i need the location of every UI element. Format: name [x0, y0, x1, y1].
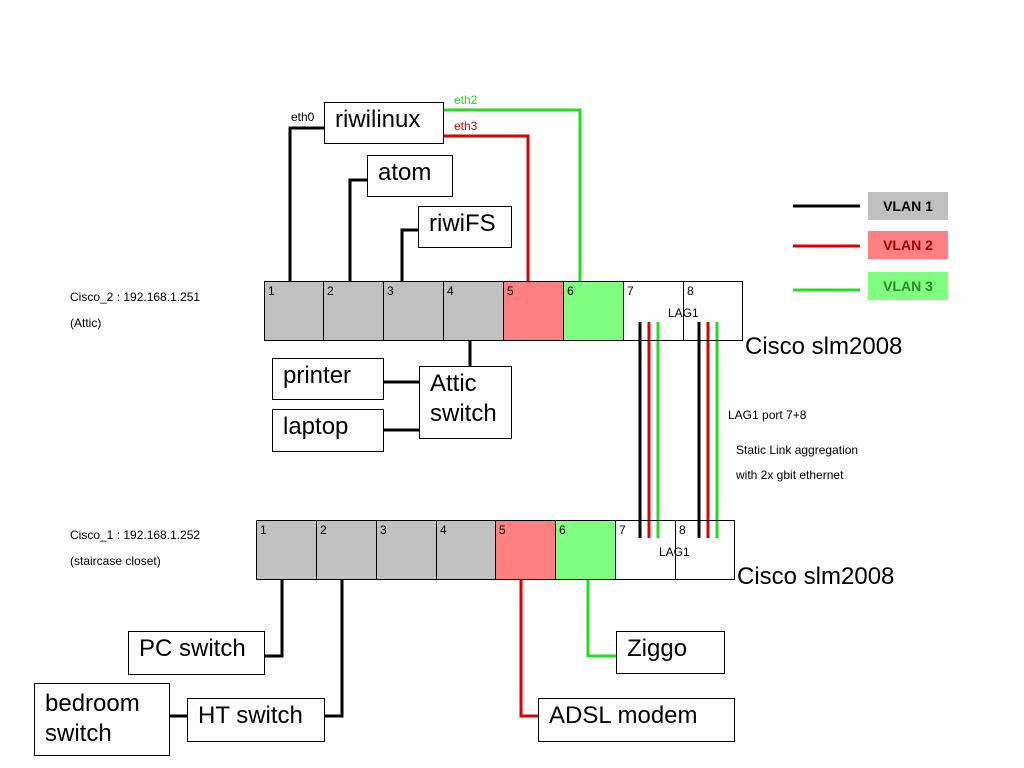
port-number: 2 [320, 523, 327, 537]
lag-ports-note: LAG1 port 7+8 [728, 408, 807, 422]
port-number: 5 [499, 523, 506, 537]
eth3-label: eth3 [454, 119, 478, 133]
port-number: 6 [567, 284, 574, 298]
wire-riwilinux-eth0 [288, 126, 324, 310]
port-number: 4 [447, 284, 454, 298]
device-adsl-modem: ADSL modem [538, 698, 735, 742]
lag-note-line1: Static Link aggregation [736, 443, 859, 457]
port-number: 2 [327, 284, 334, 298]
port-number: 3 [380, 523, 387, 537]
port-number: 5 [507, 284, 514, 298]
cisco1-port-8: 8 [675, 520, 735, 580]
legend-vlan3: VLAN 3 [868, 272, 948, 300]
device-printer: printer [272, 358, 384, 400]
cisco1-name: Cisco_1 : 192.168.1.252 [70, 528, 201, 542]
port-number: 8 [687, 284, 694, 298]
cisco2-port-2: 2 [323, 281, 384, 341]
cisco2-model: Cisco slm2008 [745, 333, 903, 360]
device-riwilinux: riwilinux [324, 102, 444, 144]
riwifs-label: riwiFS [429, 210, 496, 237]
cisco1-port-6: 6 [555, 520, 616, 580]
wire-adsl-modem [519, 562, 538, 718]
cisco1-port-2: 2 [316, 520, 377, 580]
port-number: 6 [559, 523, 566, 537]
lag-note-line2: with 2x gbit ethernet [736, 468, 844, 482]
device-atom: atom [367, 155, 453, 197]
eth0-label: eth0 [291, 110, 315, 124]
wire-atom [348, 178, 367, 310]
device-laptop: laptop [272, 409, 384, 452]
device-attic-switch: Attic switch [419, 366, 512, 439]
cisco1-lag-label: LAG1 [659, 545, 690, 559]
cisco1-port-5: 5 [495, 520, 556, 580]
device-pc-switch: PC switch [128, 631, 265, 675]
wire-ziggo [586, 562, 616, 658]
port-number: 7 [627, 284, 634, 298]
wire-pc-switch [265, 562, 284, 658]
port-number: 1 [268, 284, 275, 298]
cisco2-port-4: 4 [443, 281, 504, 341]
cisco2-port-1: 1 [264, 281, 324, 341]
cisco2-port-5: 5 [503, 281, 564, 341]
wire-ht-switch [325, 562, 344, 718]
cisco1-model: Cisco slm2008 [737, 563, 895, 590]
cisco2-port-3: 3 [383, 281, 444, 341]
cisco1-location: (staircase closet) [70, 554, 161, 568]
cisco1-port-4: 4 [436, 520, 496, 580]
cisco2-lag-label: LAG1 [668, 306, 699, 320]
device-bedroom-switch: bedroom switch [34, 683, 170, 756]
device-ht-switch: HT switch [187, 698, 325, 742]
cisco1-port-1: 1 [256, 520, 317, 580]
device-ziggo: Ziggo [616, 631, 725, 674]
cisco2-location: (Attic) [70, 316, 102, 330]
port-number: 7 [619, 523, 626, 537]
wire-riwilinux-eth2 [443, 108, 582, 310]
cisco2-port-8: 8 [683, 281, 743, 341]
port-number: 1 [260, 523, 267, 537]
wire-riwilinux-eth3 [443, 134, 530, 310]
device-riwifs: riwiFS [418, 206, 512, 248]
cisco2-name: Cisco_2 : 192.168.1.251 [70, 290, 201, 304]
legend-vlan1: VLAN 1 [868, 192, 948, 220]
port-number: 4 [440, 523, 447, 537]
cisco2-port-6: 6 [563, 281, 624, 341]
cisco1-port-3: 3 [376, 520, 437, 580]
port-number: 3 [387, 284, 394, 298]
port-number: 8 [679, 523, 686, 537]
eth2-label: eth2 [454, 93, 478, 107]
legend-vlan2: VLAN 2 [868, 231, 948, 259]
